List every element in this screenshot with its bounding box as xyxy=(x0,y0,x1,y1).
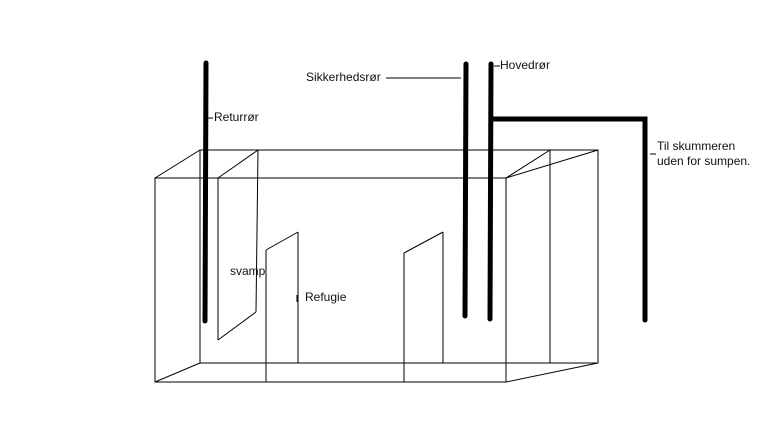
safety-pipe xyxy=(462,61,469,319)
right-divider-panel xyxy=(505,149,551,363)
refugium-baffle-right xyxy=(403,231,444,382)
return-pipe xyxy=(202,60,209,324)
label-svamp: svamp xyxy=(230,264,266,278)
label-refugie: Refugie xyxy=(305,290,347,304)
left-divider-panel xyxy=(217,149,259,341)
tank-back-face xyxy=(199,149,599,364)
main-pipe xyxy=(487,61,494,322)
label-skimmer-line2: uden for sumpen. xyxy=(657,154,751,168)
tank-edge-top-left xyxy=(154,149,201,179)
skimmer-pipe xyxy=(488,116,648,323)
label-sikkerhedsror: Sikkerhedsrør xyxy=(306,70,381,84)
label-returror: Returrør xyxy=(214,110,259,124)
tank-edge-top-right xyxy=(505,149,599,179)
label-skimmer-line1: Til skummeren xyxy=(657,139,736,153)
tank-outline xyxy=(154,149,599,383)
tank-edge-bottom-left xyxy=(154,362,201,383)
tank-front-face xyxy=(154,177,507,383)
refugium-baffle-left xyxy=(265,231,299,382)
tank-edge-bottom-right xyxy=(505,362,599,383)
label-hovedror: Hovedrør xyxy=(500,58,551,72)
